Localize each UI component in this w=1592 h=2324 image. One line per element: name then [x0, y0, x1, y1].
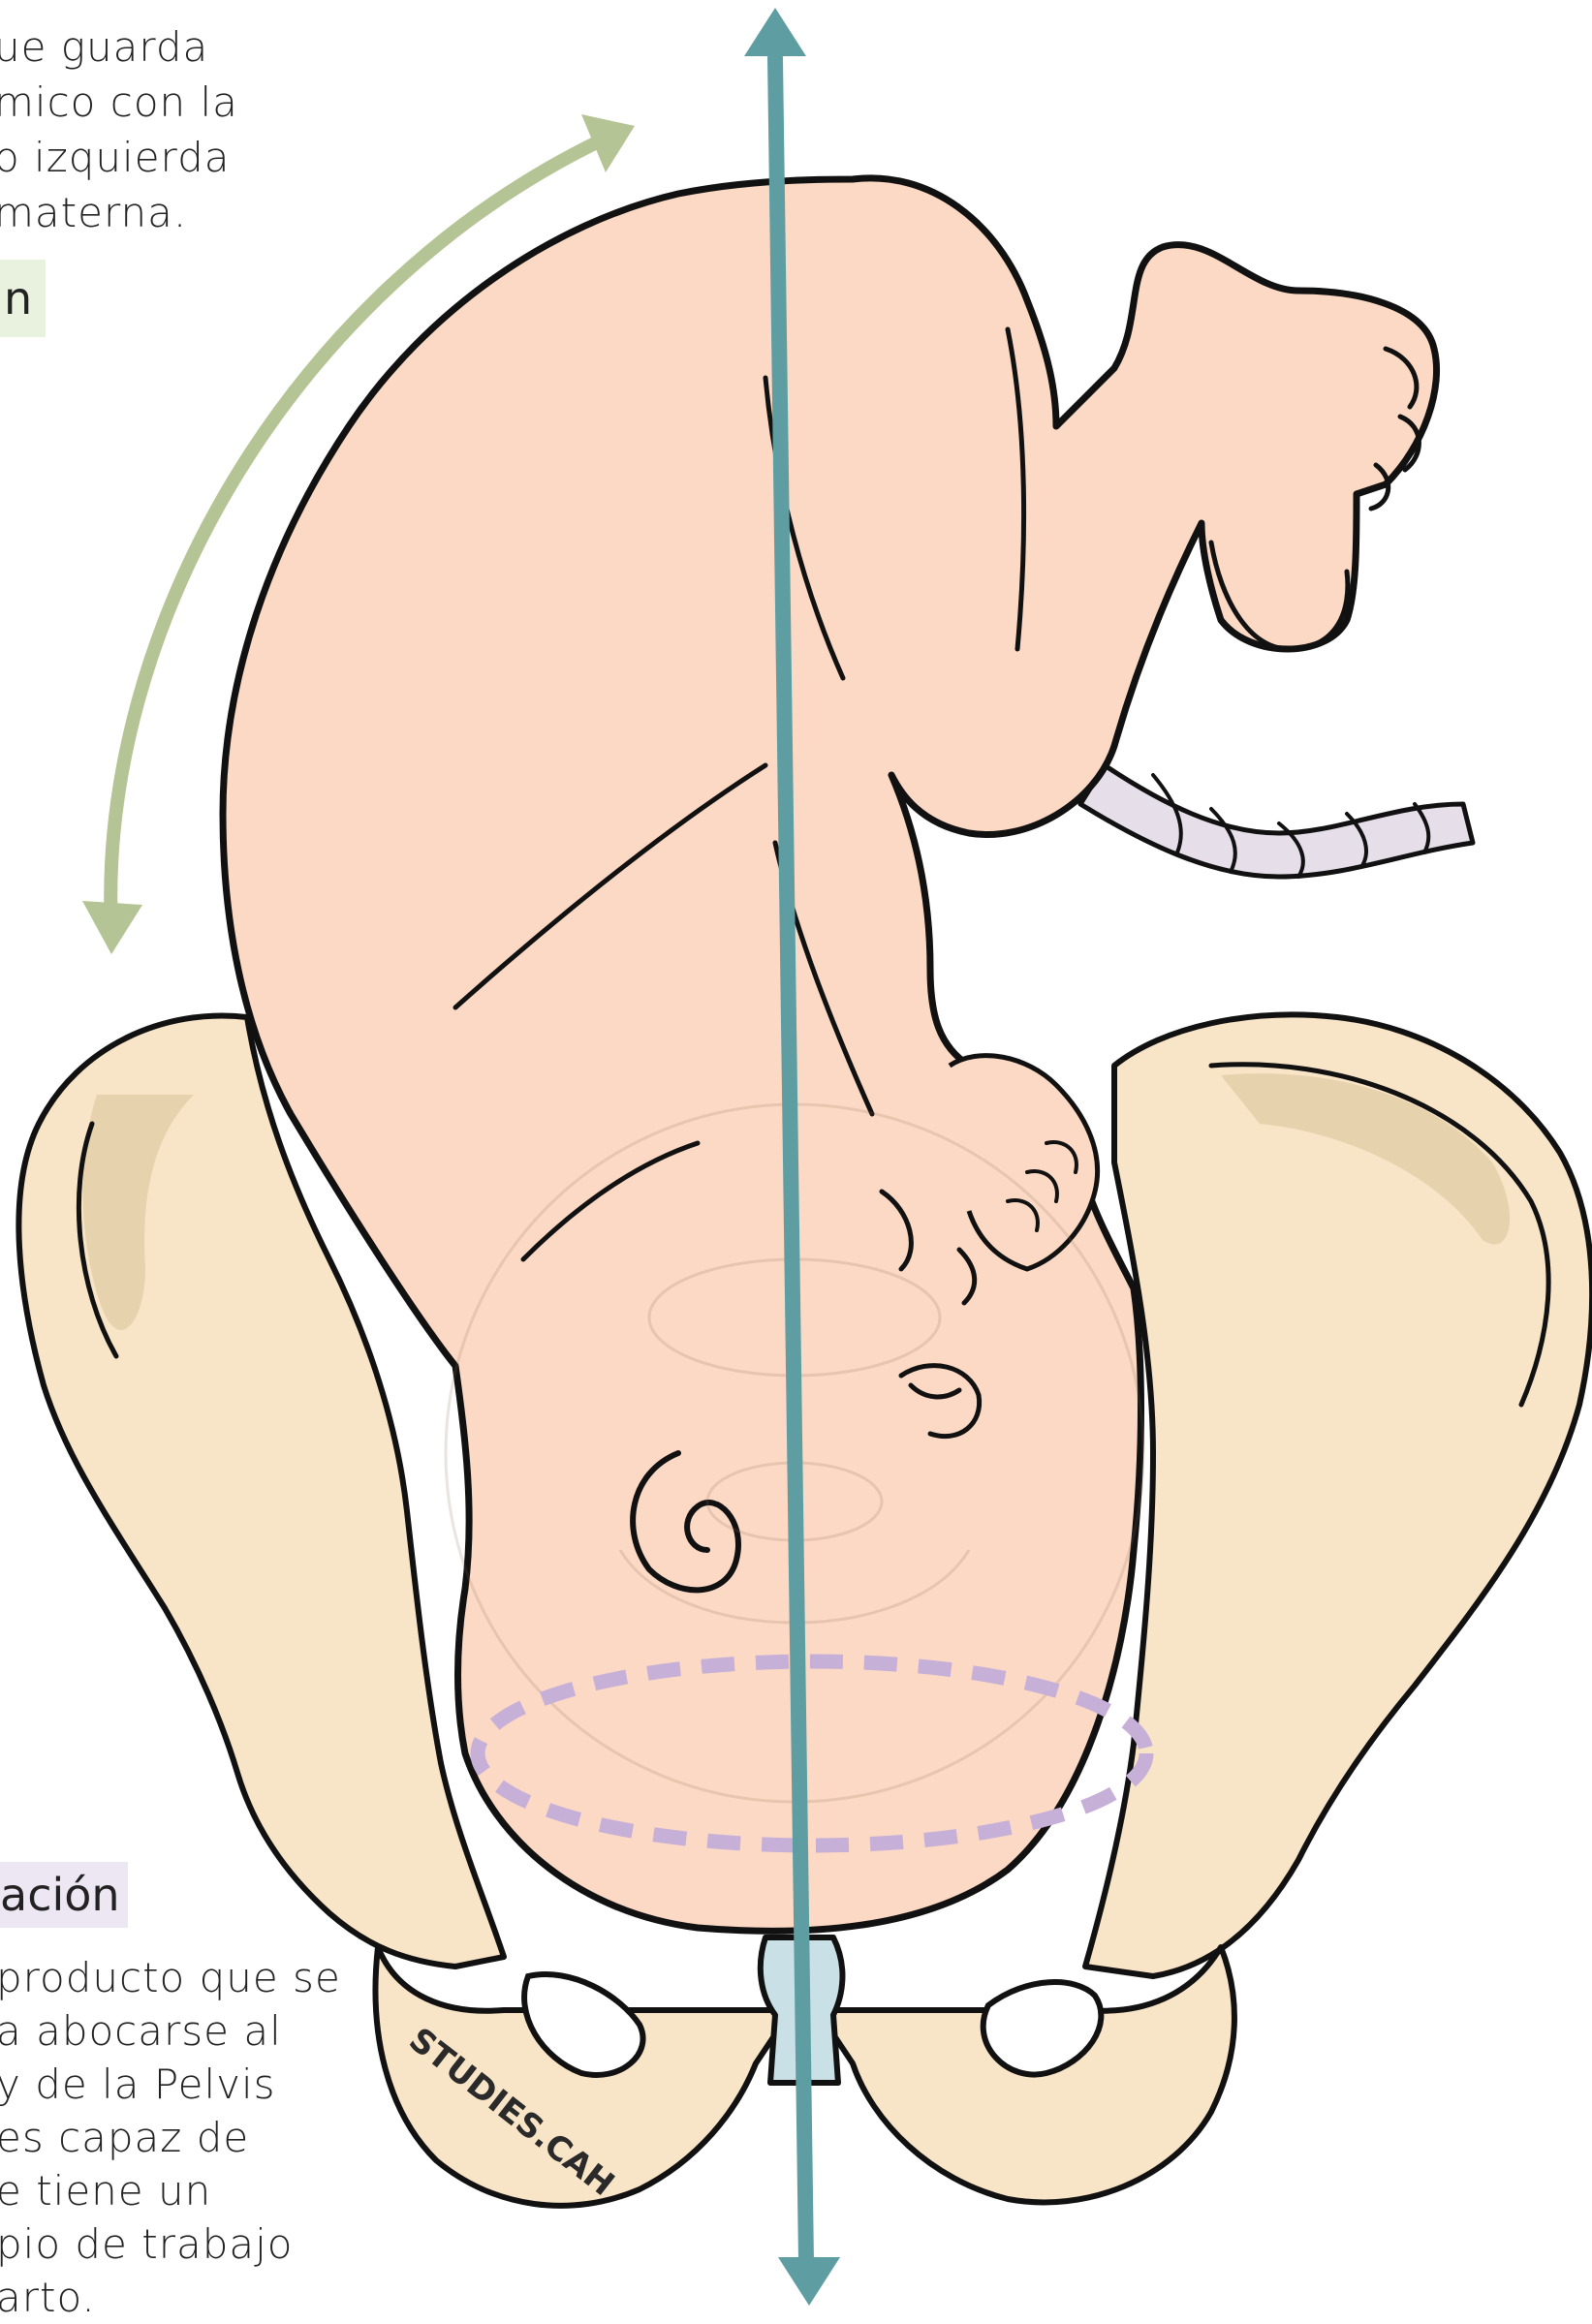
section-title: ación	[0, 1862, 128, 1928]
bottom-note-line-1: producto que se	[0, 1951, 341, 2004]
bottom-note: producto que se a abocarse al y de la Pe…	[0, 1951, 341, 2324]
top-note-line-3: o izquierda	[0, 130, 238, 185]
bottom-note-line-6: pio de trabajo	[0, 2217, 341, 2271]
bottom-note-line-7: arto.	[0, 2271, 341, 2324]
flexion-arrow-head-bottom	[82, 901, 142, 954]
top-note-line-1: ue guarda	[0, 19, 238, 75]
pelvis-right-iliac-wing	[1085, 1014, 1592, 1976]
top-note-line-4: materna.	[0, 185, 238, 240]
bottom-note-line-5: e tiene un	[0, 2164, 341, 2217]
top-highlight-fragment: n	[0, 260, 46, 337]
bottom-note-line-4: es capaz de	[0, 2111, 341, 2164]
top-note: ue guarda mico con la o izquierda matern…	[0, 19, 238, 240]
umbilical-cord	[1080, 765, 1473, 877]
top-note-line-2: mico con la	[0, 75, 238, 130]
axis-arrow-head-top	[744, 8, 806, 56]
axis-arrow-head-bottom	[778, 2257, 840, 2306]
bottom-note-line-3: y de la Pelvis	[0, 2058, 341, 2111]
bottom-note-line-2: a abocarse al	[0, 2004, 341, 2058]
